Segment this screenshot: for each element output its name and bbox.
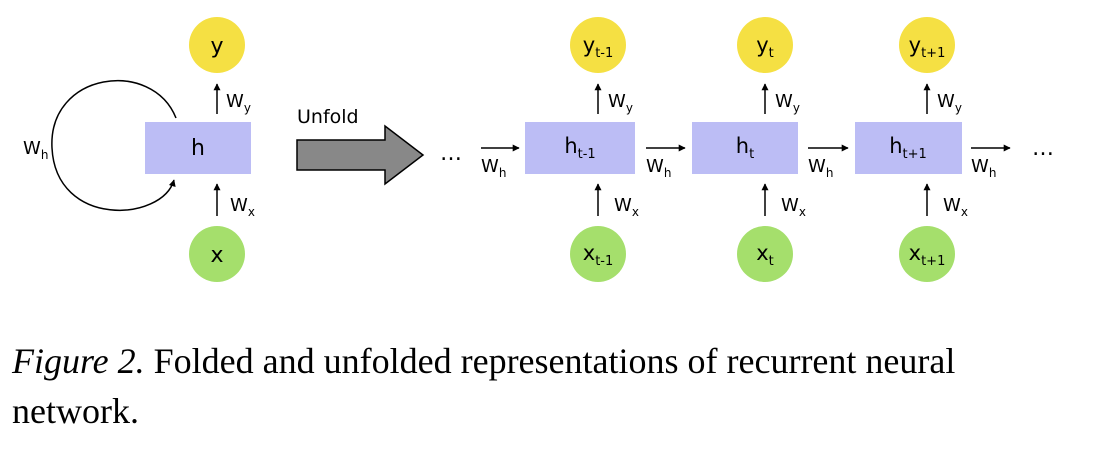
time-step: yt-1 ht-1 xt-1 Wy Wx bbox=[525, 17, 639, 282]
folded-input-label: x bbox=[210, 243, 223, 268]
folded-hidden-node bbox=[145, 122, 251, 174]
transition-label: Wh bbox=[971, 156, 996, 180]
folded-output-label: y bbox=[210, 34, 223, 59]
input-label: xt+1 bbox=[909, 241, 946, 269]
output-node bbox=[737, 17, 793, 73]
unfolded-rnn: … … yt-1 ht-1 xt-1 Wy Wx yt ht xt Wy Wx bbox=[440, 17, 1054, 282]
output-node bbox=[570, 17, 626, 73]
wy-label: Wy bbox=[608, 91, 633, 115]
input-node bbox=[737, 226, 793, 282]
folded-input-node bbox=[189, 226, 245, 282]
hidden-label: ht-1 bbox=[564, 134, 595, 162]
wx-label: Wx bbox=[781, 195, 806, 219]
caption-text: Folded and unfolded representations of r… bbox=[12, 341, 956, 431]
recurrent-loop-arrow bbox=[51, 79, 177, 212]
hidden-label: ht+1 bbox=[889, 134, 927, 162]
folded-wh-label: Wh bbox=[23, 138, 48, 162]
transition-label: Wh bbox=[646, 156, 671, 180]
leading-ellipsis: … bbox=[440, 141, 462, 166]
input-label: xt bbox=[756, 241, 774, 269]
output-label: yt+1 bbox=[909, 33, 946, 61]
output-label: yt-1 bbox=[583, 33, 614, 61]
time-step: yt+1 ht+1 xt+1 Wy Wx bbox=[855, 17, 968, 282]
input-node bbox=[899, 226, 955, 282]
wy-label: Wy bbox=[937, 91, 962, 115]
folded-output-node bbox=[189, 17, 245, 73]
folded-wx-label: Wx bbox=[230, 195, 255, 219]
unfold-indicator: Unfold bbox=[296, 106, 425, 186]
time-step: yt ht xt Wy Wx bbox=[692, 17, 806, 282]
unfold-label: Unfold bbox=[297, 106, 359, 128]
folded-hidden-label: h bbox=[191, 136, 205, 161]
hidden-node bbox=[525, 122, 635, 174]
hidden-node bbox=[855, 122, 962, 174]
output-node bbox=[899, 17, 955, 73]
transition-label: Wh bbox=[808, 156, 833, 180]
output-label: yt bbox=[756, 33, 774, 61]
wy-label: Wy bbox=[775, 91, 800, 115]
wx-label: Wx bbox=[614, 195, 639, 219]
rnn-diagram: y h x Wy Wx Wh Unfold … … yt-1 ht-1 xt-1… bbox=[23, 17, 1054, 282]
folded-rnn: y h x Wy Wx Wh bbox=[23, 17, 255, 282]
folded-wy-label: Wy bbox=[226, 91, 251, 115]
trailing-ellipsis: … bbox=[1032, 136, 1054, 161]
transition-label: Wh bbox=[481, 156, 506, 180]
input-label: xt-1 bbox=[583, 241, 614, 269]
input-node bbox=[570, 226, 626, 282]
figure-caption: Figure 2. Folded and unfolded representa… bbox=[12, 336, 1087, 436]
hidden-label: ht bbox=[736, 134, 754, 162]
wx-label: Wx bbox=[943, 195, 968, 219]
unfold-arrow bbox=[296, 124, 425, 186]
figure-label: Figure 2. bbox=[12, 341, 145, 381]
hidden-node bbox=[692, 122, 798, 174]
